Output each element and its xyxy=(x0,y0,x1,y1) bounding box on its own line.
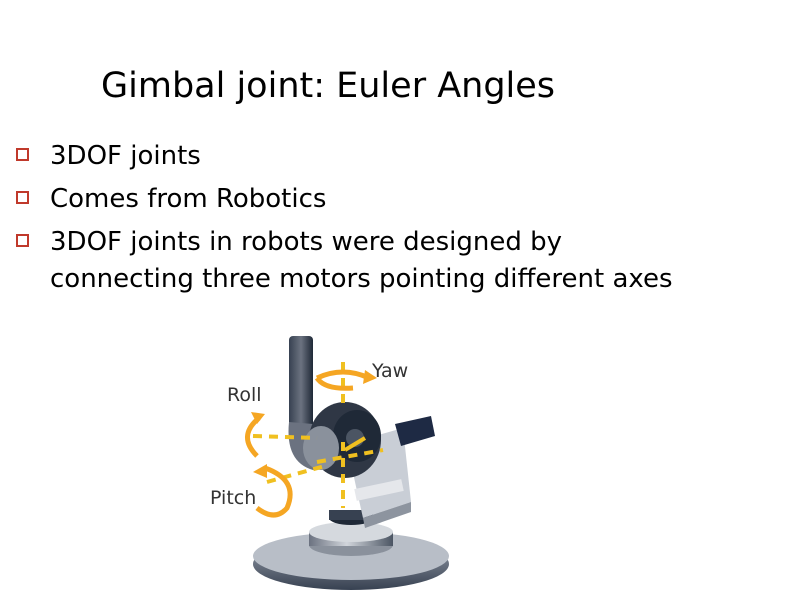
pitch-axis xyxy=(266,464,326,484)
frame-axis xyxy=(316,448,384,464)
frame-crossbar xyxy=(354,479,404,501)
pitch-label: Pitch xyxy=(210,487,257,509)
yaw-rotation-arrow xyxy=(315,369,371,381)
pitch-rotation-arrow xyxy=(255,465,293,518)
bullet-text: 3DOF joints xyxy=(50,141,201,171)
bullet-item: 3DOF joints in robots were designed by c… xyxy=(14,224,714,298)
roll-axis xyxy=(252,434,318,440)
axis-arrow xyxy=(343,436,367,452)
slide-title: Gimbal joint: Euler Angles xyxy=(101,66,556,106)
base-hub-top xyxy=(309,522,393,542)
bullet-text: Comes from Robotics xyxy=(50,184,327,214)
gimbal-robot-illustration xyxy=(245,336,449,590)
bullet-item: 3DOF joints xyxy=(14,138,714,175)
side-handle xyxy=(395,416,435,446)
bullet-item: Comes from Robotics xyxy=(14,181,714,218)
square-bullet-icon xyxy=(16,234,29,247)
yaw-arrow-head-icon xyxy=(363,370,377,384)
gimbal-robot-figure: Yaw Roll Pitch xyxy=(205,332,455,594)
yaw-rotation-arrow-lower xyxy=(314,376,354,391)
yaw-label: Yaw xyxy=(372,360,409,382)
roll-label: Roll xyxy=(227,384,262,406)
roll-arrow-head-icon xyxy=(251,412,265,424)
pitch-arrow-head-icon xyxy=(253,464,267,478)
yaw-joint xyxy=(303,426,339,470)
bullet-list: 3DOF joints Comes from Robotics 3DOF joi… xyxy=(14,138,714,304)
gimbal-frame-edge xyxy=(363,502,411,528)
robot-arm xyxy=(289,336,313,428)
square-bullet-icon xyxy=(16,191,29,204)
square-bullet-icon xyxy=(16,148,29,161)
pitch-motor-body xyxy=(329,510,373,520)
bullet-text: 3DOF joints in robots were designed by c… xyxy=(50,227,673,294)
